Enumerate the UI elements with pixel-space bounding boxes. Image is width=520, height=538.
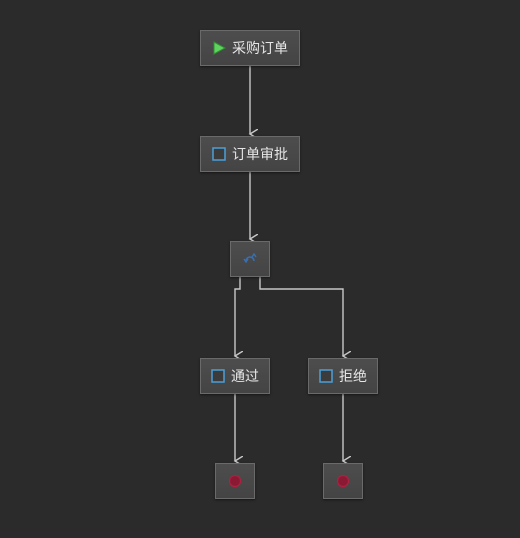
node-reject[interactable]: 拒绝 [308,358,378,394]
node-review[interactable]: 订单审批 [200,136,300,172]
node-end-reject[interactable] [323,463,363,499]
task-icon [212,147,226,161]
node-end-approve[interactable] [215,463,255,499]
node-gateway[interactable] [230,241,270,277]
node-approve[interactable]: 通过 [200,358,270,394]
task-icon [211,369,225,383]
node-start[interactable]: 采购订单 [200,30,300,66]
end-icon [228,474,242,488]
gateway-icon [243,252,257,266]
node-approve-label: 通过 [231,369,259,385]
node-start-label: 采购订单 [232,41,288,57]
end-icon [336,474,350,488]
task-icon [319,369,333,383]
edge-gateway-to-approve [235,277,240,356]
play-icon [212,41,226,55]
node-review-label: 订单审批 [232,147,288,163]
node-reject-label: 拒绝 [339,369,367,385]
edge-gateway-to-reject [259,277,343,356]
